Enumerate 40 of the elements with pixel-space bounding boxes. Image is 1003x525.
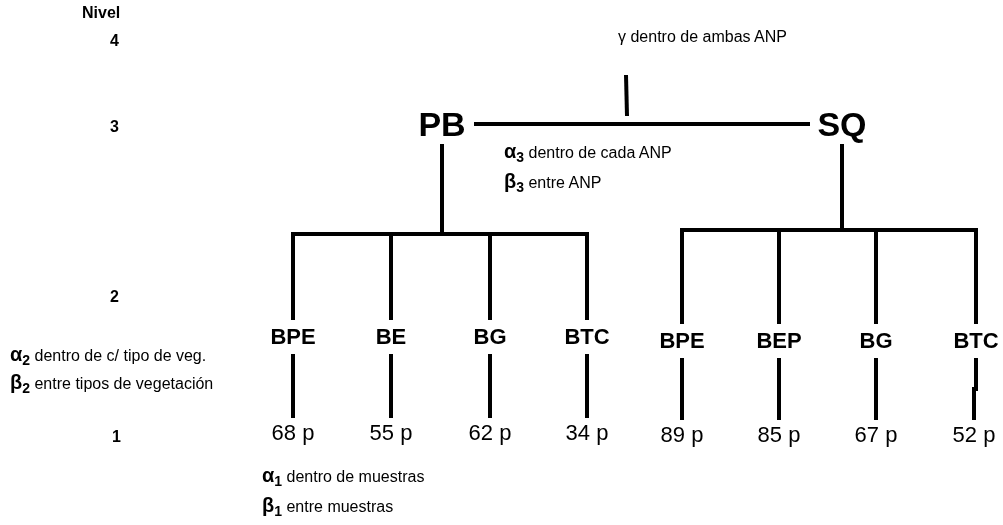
connector-line [680,358,684,420]
node-label: BTC [564,326,610,348]
node-label: BPE [270,326,316,348]
annotation-text: α$_{3}$ dentro de cada ANP [504,140,672,165]
node-label: 67 p [854,424,898,446]
annotation-text: β$_{2}$ entre tipos de vegetación [10,371,214,396]
node-label: BE [375,326,407,348]
node-label: 85 p [757,424,801,446]
connector-line [474,122,810,126]
annotation-text: Nivel [82,4,121,22]
node-label: 34 p [565,422,609,444]
annotation-text: 3 [110,118,119,136]
connector-line [488,354,492,418]
connector-line [777,358,781,420]
node-label: BEP [756,330,802,352]
annotation-text: β$_{1}$ entre muestras [262,494,394,519]
node-label: 62 p [468,422,512,444]
annotation-text: β$_{3}$ entre ANP [504,170,602,195]
annotation-text: α$_{2}$ dentro de c/ tipo de veg. [10,343,207,368]
annotation-text: 2 [110,288,119,306]
node-label: SQ [817,107,867,141]
connector-line [291,354,295,418]
connector-line [874,358,878,420]
annotation-text: α$_{1}$ dentro de muestras [262,464,425,489]
annotation-text: 1 [112,428,121,446]
connector-line [389,354,393,418]
node-label: BG [473,326,507,348]
node-label: 55 p [369,422,413,444]
node-label: PB [418,107,466,141]
node-label: 52 p [952,424,996,446]
annotation-text: γ dentro de ambas ANP [618,28,787,46]
node-label: BTC [953,330,999,352]
node-label: 68 p [271,422,315,444]
node-label: BG [859,330,893,352]
node-label: 89 p [660,424,704,446]
connector-line [840,144,978,324]
connector-line [585,354,589,418]
connector-line [972,358,978,420]
annotation-text: 4 [110,32,119,50]
node-label: BPE [659,330,705,352]
